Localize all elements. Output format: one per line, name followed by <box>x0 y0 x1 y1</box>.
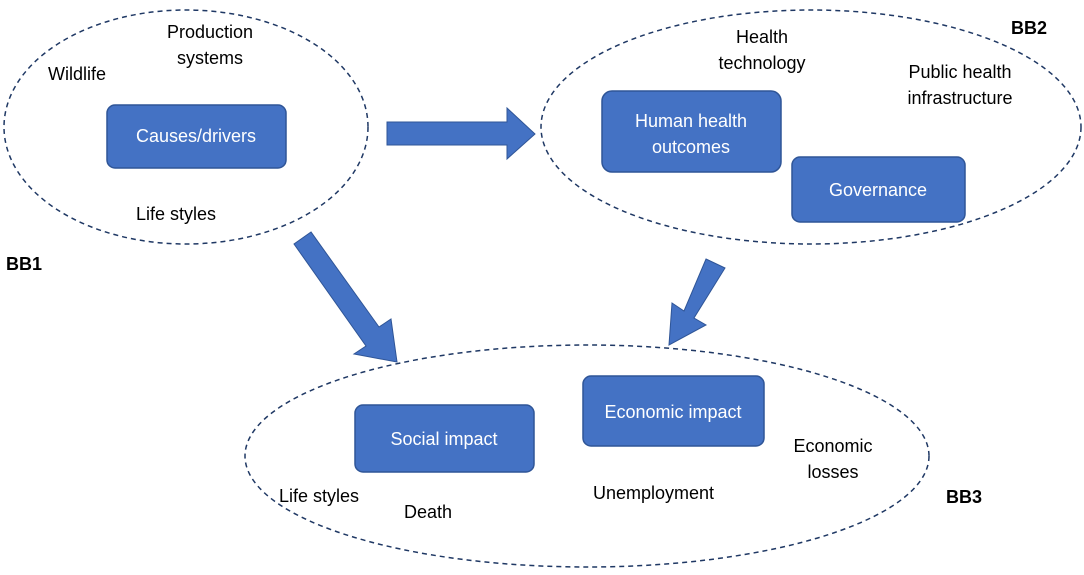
governance-box: Governance <box>791 156 966 223</box>
bb2-ellipse <box>540 9 1082 245</box>
arrow-bb2-to-bb3 <box>668 258 726 346</box>
social-impact-label: Social impact <box>390 429 497 449</box>
bb3-label: BB3 <box>946 487 982 507</box>
arrow-bb1-to-bb3 <box>293 231 398 363</box>
unemployment-label: Unemployment <box>593 483 714 503</box>
life-styles-bb3-label: Life styles <box>279 486 359 506</box>
causes-drivers-box: Causes/drivers <box>106 104 287 169</box>
health-technology-label-line1: Health <box>736 27 788 47</box>
bb1-label: BB1 <box>6 254 42 274</box>
production-systems-label-line1: Production <box>167 22 253 42</box>
human-health-outcomes-box: Human health outcomes <box>601 90 782 173</box>
bb1-ellipse <box>3 9 369 245</box>
human-health-outcomes-label-line2: outcomes <box>652 137 730 157</box>
human-health-outcomes-label-line1: Human health <box>635 111 747 131</box>
arrow-bb1-to-bb2 <box>386 106 536 161</box>
bb2-label: BB2 <box>1011 18 1047 38</box>
health-technology-label-line2: technology <box>718 53 805 73</box>
social-impact-box: Social impact <box>354 404 535 473</box>
economic-impact-box: Economic impact <box>582 375 765 447</box>
economic-losses-label-line1: Economic <box>793 436 872 456</box>
bb3-ellipse <box>244 344 930 568</box>
causes-drivers-label: Causes/drivers <box>136 126 256 146</box>
wildlife-label: Wildlife <box>48 64 106 84</box>
governance-label: Governance <box>829 180 927 200</box>
economic-losses-label-line2: losses <box>807 462 858 482</box>
life-styles-bb1-label: Life styles <box>136 204 216 224</box>
economic-impact-label: Economic impact <box>604 402 741 422</box>
production-systems-label-line2: systems <box>177 48 243 68</box>
public-health-infrastructure-label-line1: Public health <box>908 62 1011 82</box>
death-label: Death <box>404 502 452 522</box>
public-health-infrastructure-label-line2: infrastructure <box>907 88 1012 108</box>
